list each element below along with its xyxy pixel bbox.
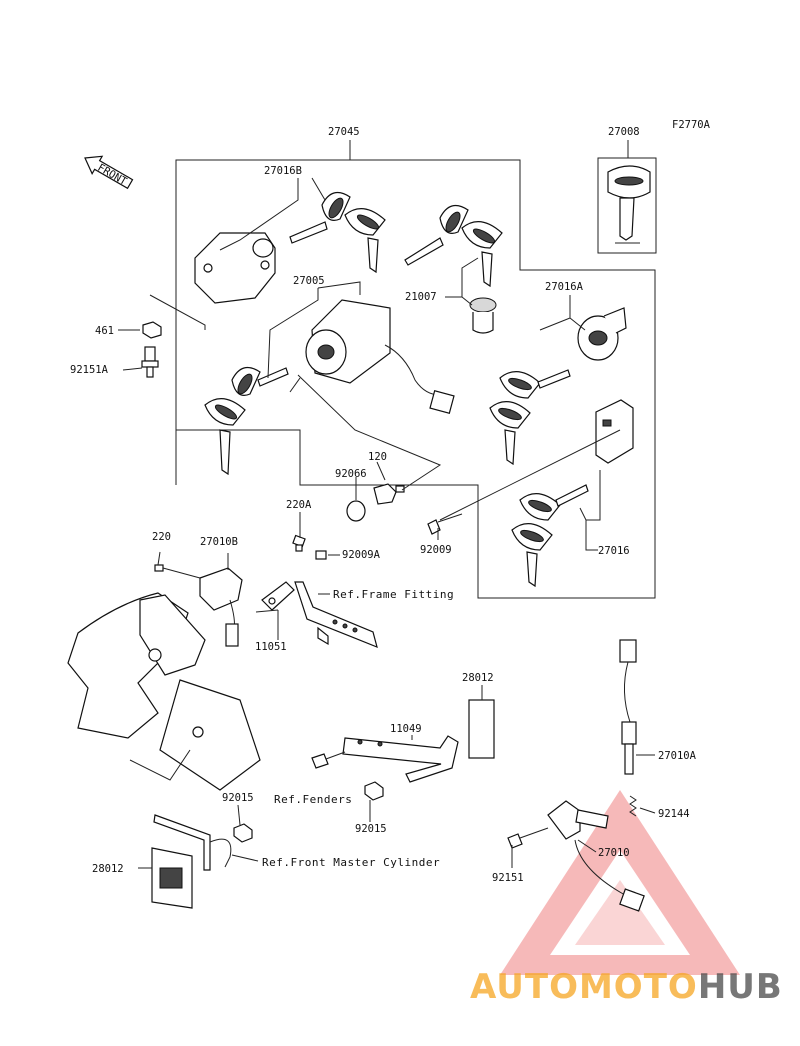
lock-housing-27016B [194, 232, 276, 304]
label-11049: 11049 [390, 723, 422, 735]
watermark-text: AUTOMOTOHUB [470, 967, 783, 1007]
ignition-switch-27005 [305, 299, 455, 415]
bolt-220A [292, 534, 306, 552]
switch-27010B [199, 567, 243, 647]
label-220A: 220A [286, 499, 312, 511]
lock-27016A [577, 307, 627, 361]
ref-fenders: Ref.Fenders [274, 793, 352, 806]
bolt-92009A [315, 550, 327, 560]
screw-92009 [427, 513, 463, 535]
keys-27016B [289, 191, 386, 274]
label-92015-lower: 92015 [355, 823, 387, 835]
label-92066: 92066 [335, 468, 367, 480]
label-92151: 92151 [492, 872, 524, 884]
bracket-lower [153, 814, 232, 871]
label-120: 120 [368, 451, 387, 463]
ref-frame-fitting: Ref.Frame Fitting [333, 588, 454, 601]
ref-front-master-cylinder: Ref.Front Master Cylinder [262, 856, 440, 869]
label-220: 220 [152, 531, 171, 543]
spring-92144 [629, 795, 637, 817]
label-27016A: 27016A [545, 281, 584, 293]
bolt-92151A [141, 346, 159, 378]
frame-fitting-bracket [294, 581, 378, 649]
keys-27016A [489, 369, 571, 466]
label-92009: 92009 [420, 544, 452, 556]
nut-461 [142, 321, 162, 339]
nut-92015-middle [364, 781, 384, 801]
screw-120 [373, 483, 405, 505]
label-28012-upper: 28012 [462, 672, 494, 684]
bolt-92151 [507, 827, 549, 849]
plate-28012-upper [468, 699, 495, 759]
label-27010A: 27010A [658, 750, 697, 762]
key-27008 [607, 165, 651, 244]
watermark-text-auto: AUTOMOTO [470, 967, 698, 1007]
label-11051: 11051 [255, 641, 287, 653]
label-461: 461 [95, 325, 114, 337]
leader-lines [118, 140, 656, 869]
label-27016: 27016 [598, 545, 630, 557]
bracket-11051 [261, 581, 295, 611]
label-27016B: 27016B [264, 165, 302, 177]
label-27005: 27005 [293, 275, 325, 287]
lock-27016 [595, 399, 634, 464]
watermark-text-hub: HUB [698, 967, 783, 1007]
bolt-fenders [311, 751, 346, 769]
label-28012-lower: 28012 [92, 863, 124, 875]
label-92151A: 92151A [70, 364, 109, 376]
label-27008: 27008 [608, 126, 640, 138]
keys-21007 [404, 204, 503, 288]
plate-28012-lower [151, 847, 193, 909]
keys-27016 [511, 484, 589, 588]
switch-27010 [547, 800, 645, 912]
assembly-box [175, 150, 657, 599]
label-92009A: 92009A [342, 549, 381, 561]
label-92015-upper: 92015 [222, 792, 254, 804]
label-92144: 92144 [658, 808, 690, 820]
keys-27005 [204, 366, 289, 476]
label-21007: 21007 [405, 291, 437, 303]
label-27045: 27045 [328, 126, 360, 138]
cap-21007 [469, 297, 497, 334]
frame-section [67, 592, 261, 791]
front-arrow-icon: FRONT [84, 155, 134, 190]
label-27010: 27010 [598, 847, 630, 859]
bolt-220 [154, 564, 201, 579]
washer-92066 [346, 500, 366, 522]
front-arrow-label: FRONT [95, 162, 129, 189]
label-27010B: 27010B [200, 536, 238, 548]
watermark-logo [500, 790, 740, 975]
nut-92015-lower [233, 823, 253, 843]
bracket-11049 [342, 735, 459, 783]
switch-27010A [619, 639, 637, 775]
diagram-code: F2770A [672, 119, 711, 131]
